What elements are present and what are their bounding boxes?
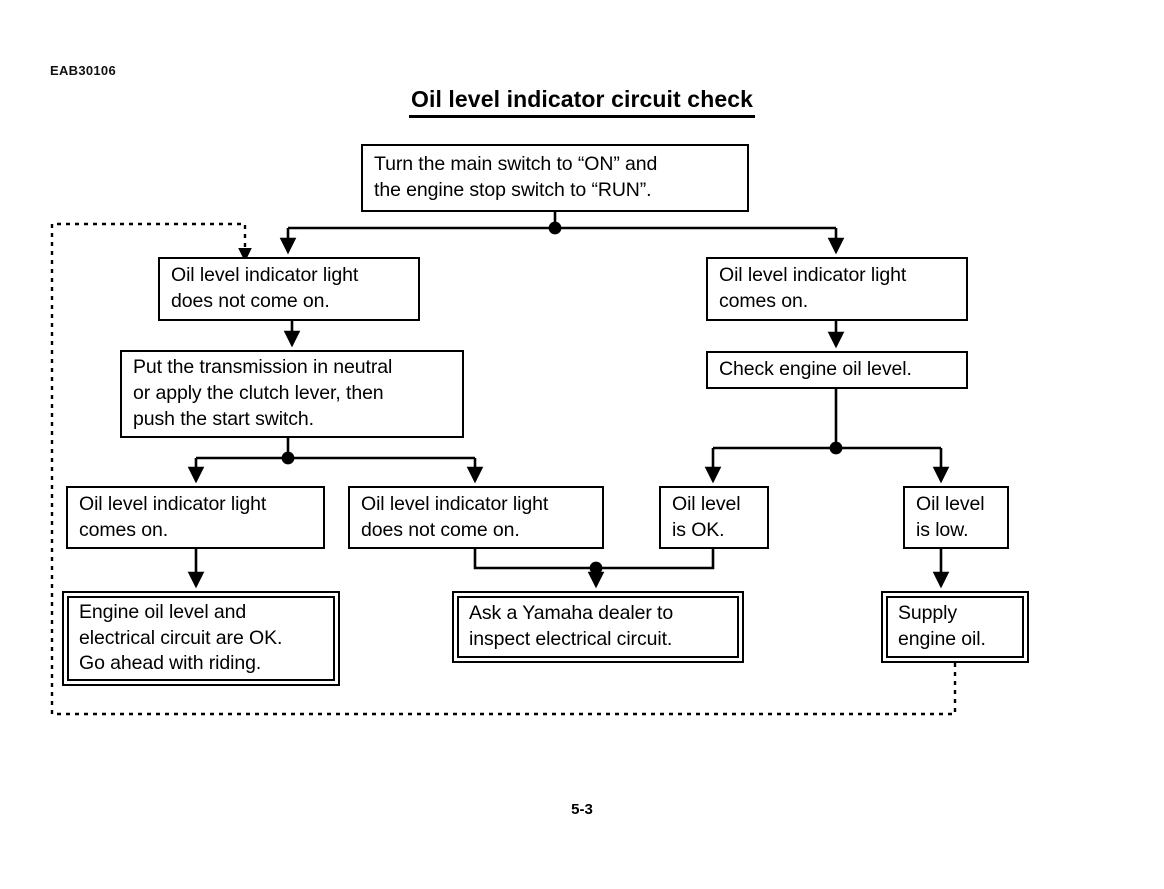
node-light-on-label: Oil level indicator light comes on. [719,264,907,312]
node-check-oil: Check engine oil level. [706,351,968,389]
node-oil-ok-label: Oil level is OK. [672,492,741,541]
node-light-off-2-label: Oil level indicator light does not come … [361,492,549,541]
junction-dot [829,441,843,455]
node-all-ok-label: Engine oil level and electrical circuit … [79,600,283,675]
page-title-text: Oil level indicator circuit check [408,86,756,119]
node-oil-low-label: Oil level is low. [916,492,985,541]
document-code: EAB30106 [50,63,116,78]
page-number: 5-3 [571,801,593,818]
node-neutral-start-label: Put the transmission in neutral or apply… [133,356,393,430]
node-light-off-2: Oil level indicator light does not come … [348,486,604,549]
node-start: Turn the main switch to “ON” and the eng… [361,144,749,212]
node-light-on-2: Oil level indicator light comes on. [66,486,325,549]
node-all-ok-inner: Engine oil level and electrical circuit … [67,596,335,681]
node-supply-oil-inner: Supply engine oil. [886,596,1024,658]
node-light-off: Oil level indicator light does not come … [158,257,420,321]
node-ask-dealer-label: Ask a Yamaha dealer to inspect electrica… [469,602,674,650]
node-light-on: Oil level indicator light comes on. [706,257,968,321]
edge-feedback-arrowhead [238,248,252,262]
edge-feedback-path [50,222,957,716]
node-supply-oil-label: Supply engine oil. [898,602,986,650]
node-supply-oil: Supply engine oil. [881,591,1029,663]
page-title: Oil level indicator circuit check [0,86,1164,119]
junction-dot [281,451,295,465]
node-check-oil-label: Check engine oil level. [719,358,912,381]
node-all-ok: Engine oil level and electrical circuit … [62,591,340,686]
node-neutral-start: Put the transmission in neutral or apply… [120,350,464,438]
node-ask-dealer: Ask a Yamaha dealer to inspect electrica… [452,591,744,663]
node-ask-dealer-inner: Ask a Yamaha dealer to inspect electrica… [457,596,739,658]
junction-dots [281,221,843,575]
node-light-on-2-label: Oil level indicator light comes on. [79,492,267,541]
junction-dot [589,561,603,575]
node-oil-ok: Oil level is OK. [659,486,769,549]
junction-dot [548,221,562,235]
node-oil-low: Oil level is low. [903,486,1009,549]
node-start-label: Turn the main switch to “ON” and the eng… [374,153,658,201]
node-light-off-label: Oil level indicator light does not come … [171,264,359,312]
